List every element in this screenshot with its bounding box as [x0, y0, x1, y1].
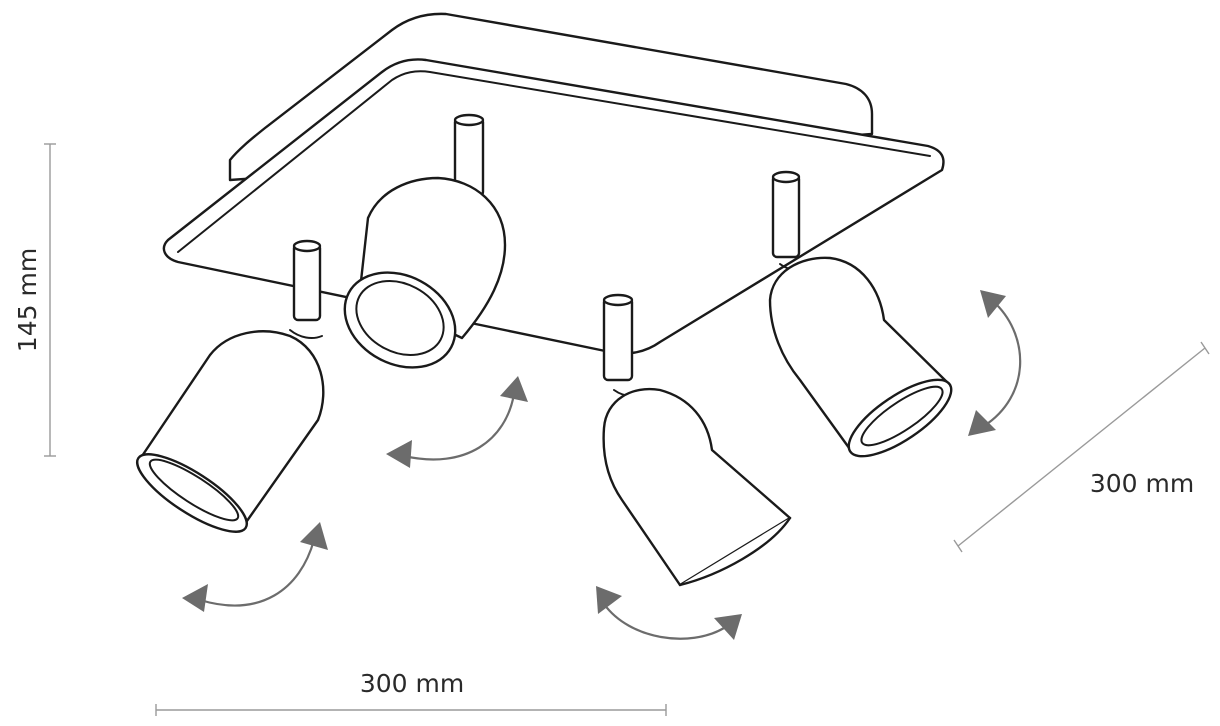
depth-dimension-line [953, 341, 1210, 553]
depth-label: 300 mm [1090, 469, 1194, 498]
rotation-arrow-middle [386, 376, 528, 468]
spotlight-left [136, 239, 325, 533]
spotlight-right [768, 170, 953, 458]
rotation-arrow-left-lower [182, 522, 328, 612]
rotation-arrow-center-lower [596, 586, 742, 640]
width-label: 300 mm [360, 669, 464, 698]
height-dimension-line [44, 143, 56, 457]
width-dimension-line [155, 704, 667, 716]
spotlight-center [602, 293, 792, 587]
height-label: 145 mm [13, 248, 42, 352]
spotlight-back [343, 113, 507, 369]
rotation-arrow-right [968, 290, 1022, 436]
